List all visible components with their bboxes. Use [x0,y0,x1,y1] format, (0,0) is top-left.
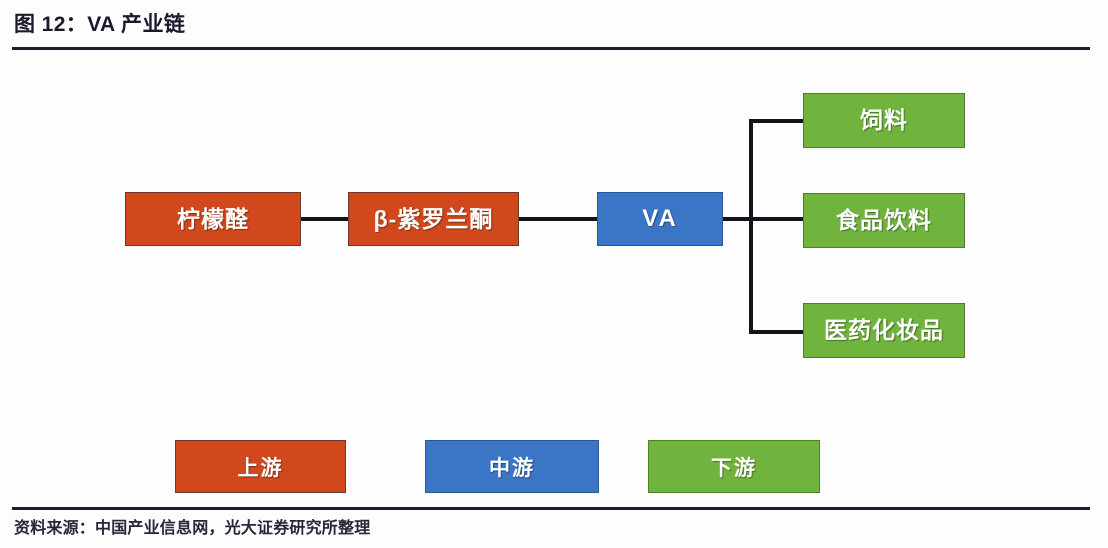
node-va[interactable]: VA [597,192,723,246]
figure-source: 资料来源：中国产业信息网，光大证券研究所整理 [14,520,371,537]
connector-citral-to-ionone [300,217,349,221]
node-beta-ionone[interactable]: β-紫罗兰酮 [348,192,519,246]
connector-branch-to-feed [749,119,804,123]
legend-item-downstream: 下游 [648,440,820,493]
connector-branch-to-pharma-cosmetics [749,330,804,334]
value-chain-diagram: 柠檬醛 β-紫罗兰酮 VA 饲料 食品饮料 医药化妆品 上游 中游 下游 [0,52,1108,504]
node-citral[interactable]: 柠檬醛 [125,192,301,246]
node-food-beverage[interactable]: 食品饮料 [803,193,965,248]
legend-item-midstream: 中游 [425,440,599,493]
connector-ionone-to-va [518,217,598,221]
header-divider [12,47,1090,50]
node-feed[interactable]: 饲料 [803,93,965,148]
connector-branch-trunk [749,119,753,334]
footer-divider [12,507,1090,510]
node-pharma-cosmetics[interactable]: 医药化妆品 [803,303,965,358]
legend-item-upstream: 上游 [175,440,346,493]
connector-va-to-branch-trunk [722,217,804,221]
figure-title: 图 12：VA 产业链 [14,13,186,36]
